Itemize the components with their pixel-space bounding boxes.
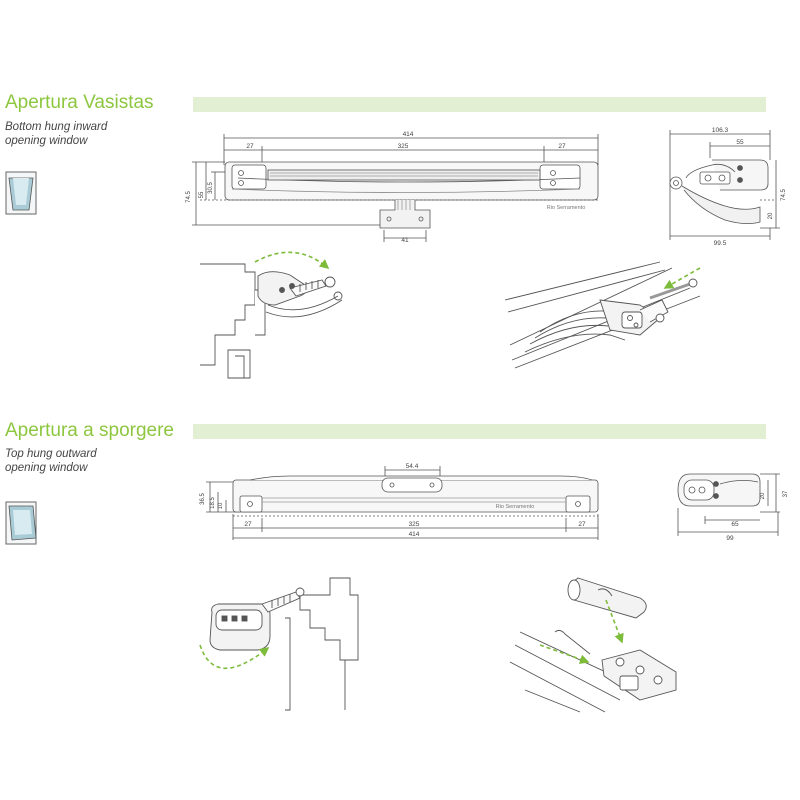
detail-frame-sporgere: [209, 577, 359, 711]
dim-height-18-5: 18.5: [210, 497, 216, 509]
insert-arrow: [605, 599, 624, 644]
detail-perspective-sporgere: [509, 577, 677, 713]
dim-top-54-4: 54.4: [406, 463, 419, 470]
dim-side-base: 99.5: [714, 240, 727, 247]
dim-side-20: 20: [760, 492, 766, 499]
dim-height-10: 10: [218, 502, 224, 509]
front-view-vasistas: [192, 134, 600, 242]
insert-arrow: [539, 644, 590, 664]
dim-right-27: 27: [558, 143, 566, 150]
window-icon-vasistas: [5, 171, 37, 215]
dim-height-74-5: 74.5: [186, 191, 192, 203]
dim-arm-41: 41: [401, 237, 409, 244]
dim-left-27: 27: [246, 143, 254, 150]
detail-frame-vasistas: [200, 263, 343, 379]
dim-center-325: 325: [409, 521, 420, 528]
rotation-arrow: [254, 251, 330, 270]
dim-right-27: 27: [578, 521, 586, 528]
rotation-arrow: [199, 644, 270, 670]
dim-side-99: 99: [726, 535, 734, 542]
dim-side-inner: 55: [736, 139, 744, 146]
side-view-sporgere: [677, 473, 780, 536]
subtitle-line: opening window: [5, 135, 88, 147]
profile-label: Rio Serramento: [496, 504, 535, 510]
dim-side-height: 74.5: [781, 189, 787, 201]
dim-center-325: 325: [398, 143, 409, 150]
dim-height-55: 55: [199, 191, 205, 198]
dim-height-36-5: 36.5: [200, 493, 206, 505]
subtitle-sporgere: Top hung outward opening window: [5, 447, 97, 475]
section-bar-vasistas: [193, 97, 766, 112]
dim-overall-414: 414: [403, 131, 414, 138]
subtitle-line: Bottom hung inward: [5, 121, 108, 133]
dim-side-65: 65: [731, 521, 739, 528]
dim-height-30-5: 30.5: [208, 182, 214, 194]
subtitle-line: Top hung outward: [5, 448, 97, 460]
dim-overall-414: 414: [409, 531, 420, 538]
subtitle-vasistas: Bottom hung inward opening window: [5, 120, 107, 148]
profile-label: Rio Serramento: [547, 205, 586, 211]
front-view-sporgere: [206, 466, 599, 540]
side-view-vasistas: [669, 130, 780, 240]
section-title-vasistas: Apertura Vasistas: [5, 92, 154, 113]
section-bar-sporgere: [193, 424, 766, 439]
section-title-sporgere: Apertura a sporgere: [5, 420, 174, 441]
subtitle-line: opening window: [5, 462, 88, 474]
detail-perspective-vasistas: [504, 261, 701, 369]
dim-side-offset: 20: [768, 212, 774, 219]
dim-side-width: 106.3: [712, 127, 729, 134]
dim-side-37: 37: [783, 490, 789, 497]
dim-left-27: 27: [244, 521, 252, 528]
window-icon-sporgere: [5, 501, 37, 545]
